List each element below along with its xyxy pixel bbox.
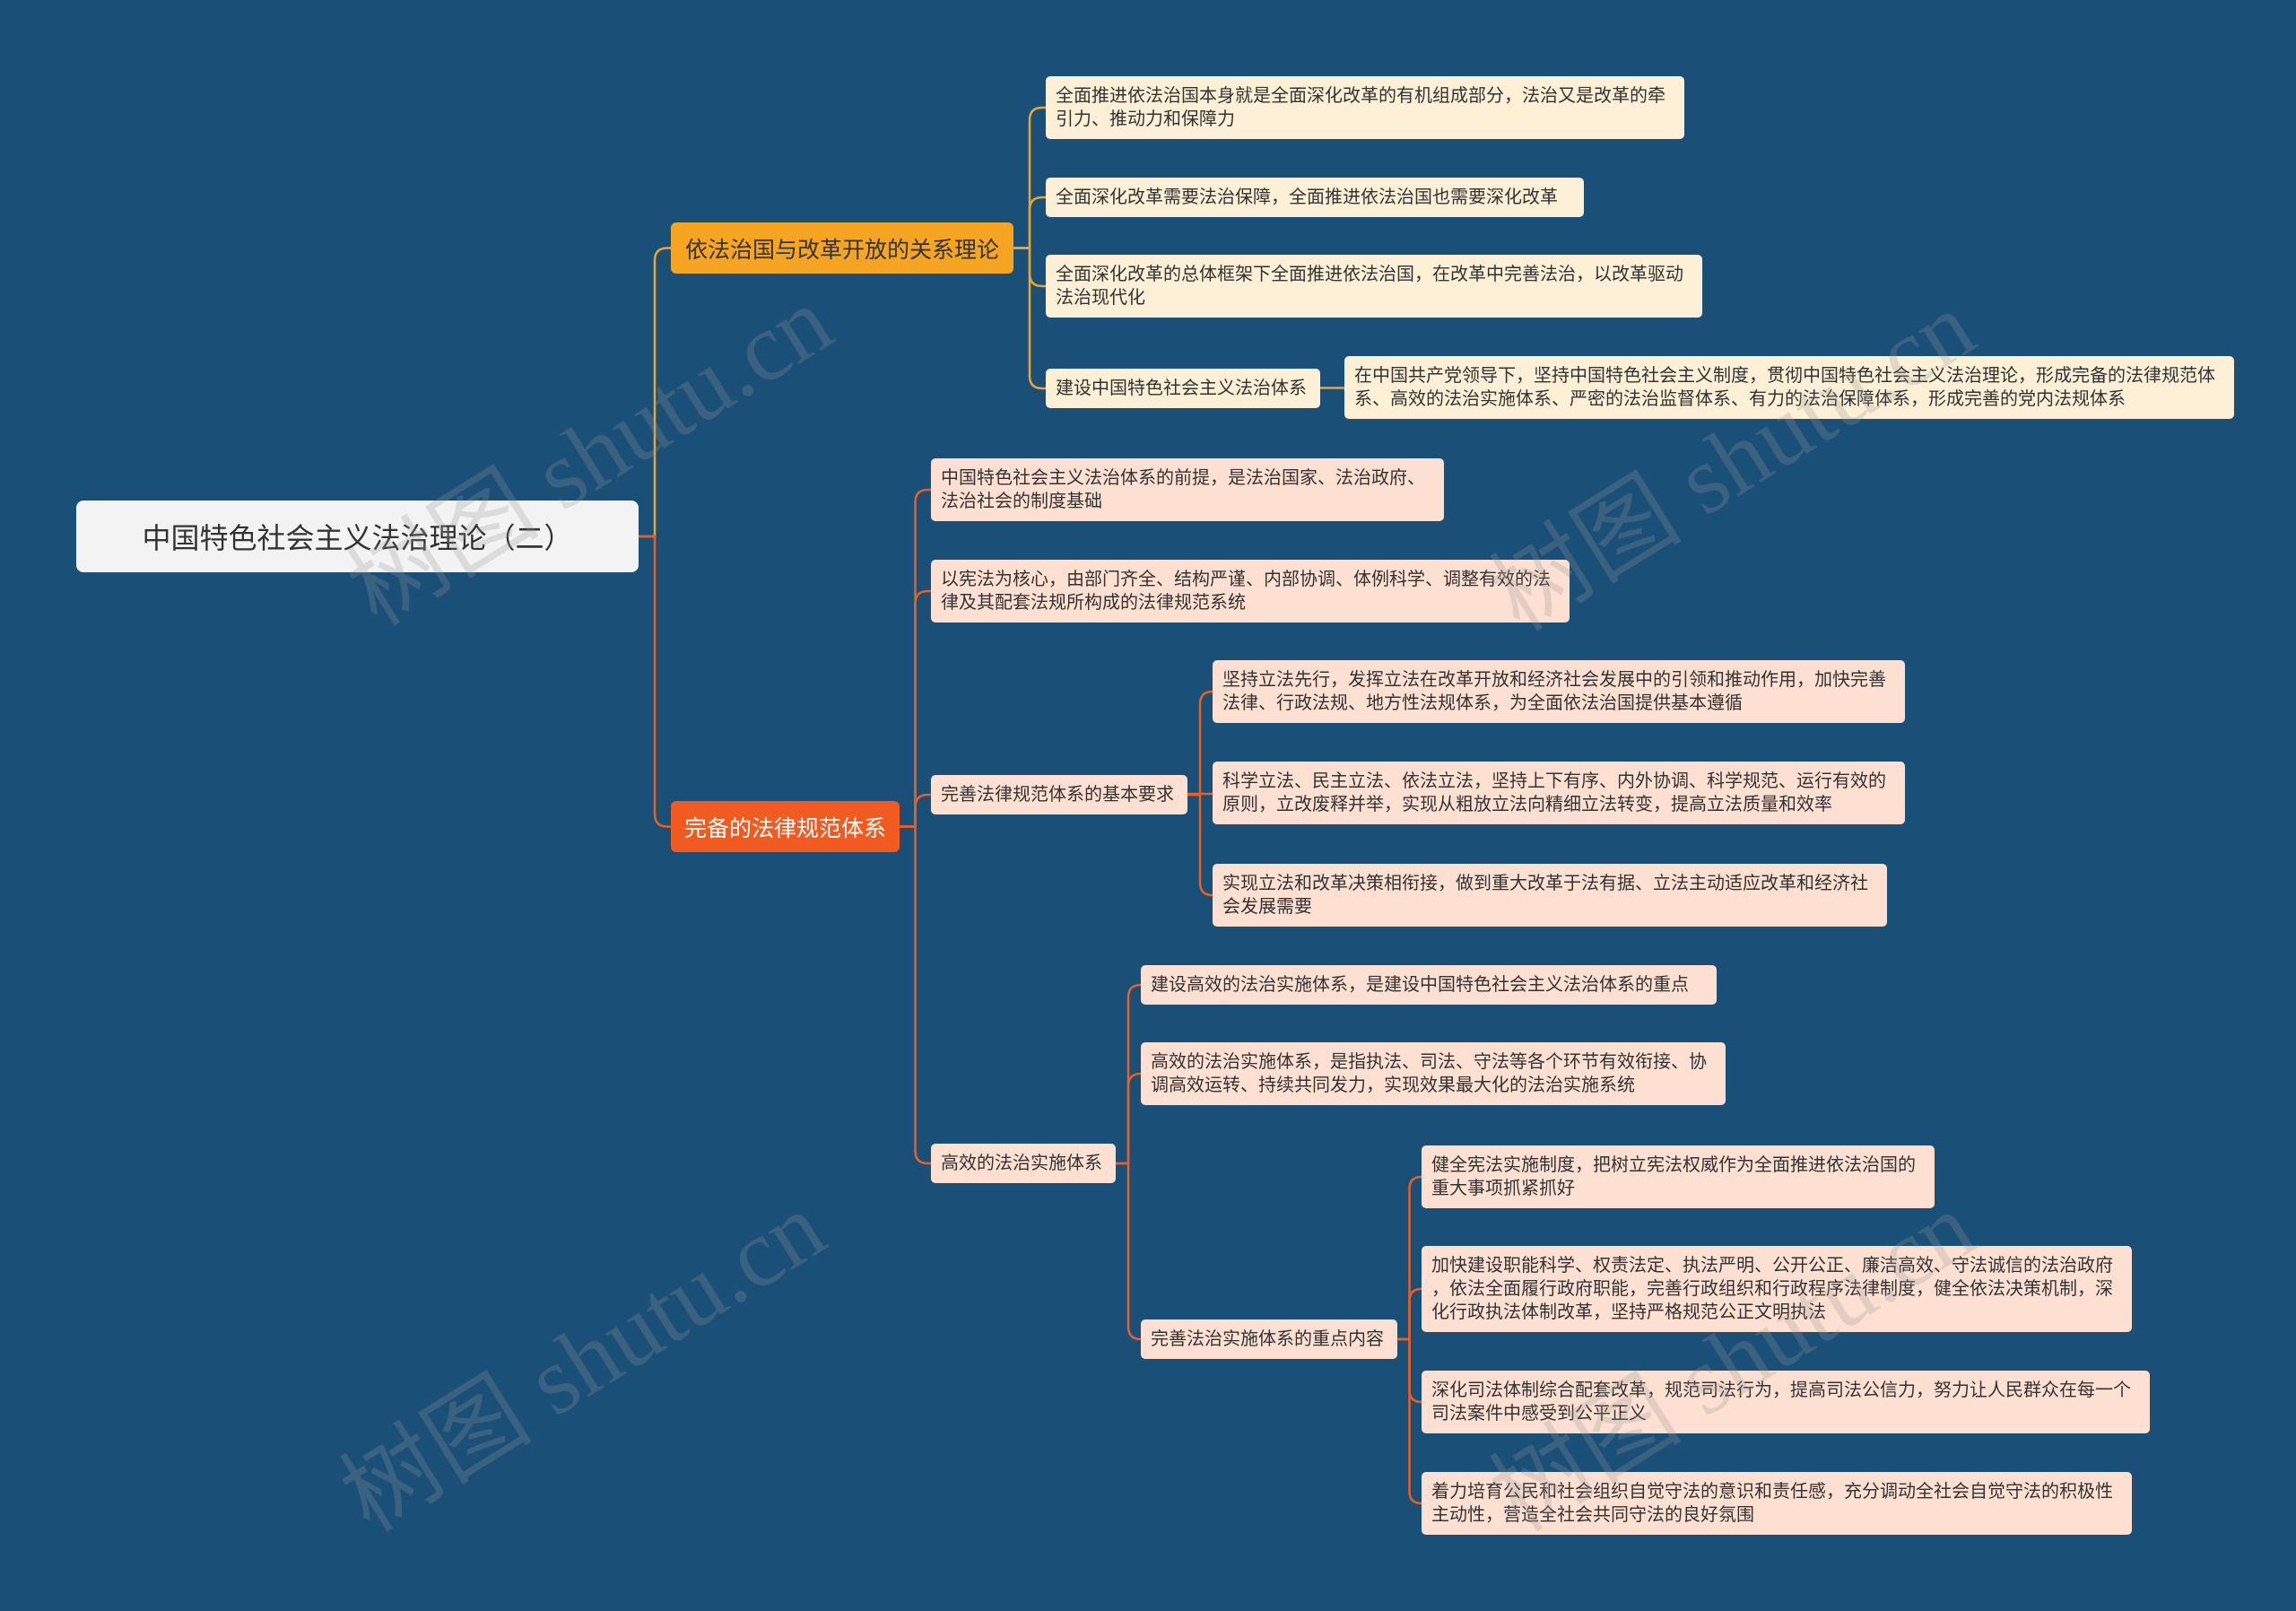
connector-line	[1114, 1162, 1143, 1341]
connector-line	[1012, 106, 1048, 249]
implementation-system-definition: 高效的法治实施体系，是指执法、司法、守法等各个环节有效衔接、协调高效运转、持续共…	[1141, 1042, 1726, 1105]
key-content-judicial-reform: 深化司法体制综合配套改革，规范司法行为，提高司法公信力，努力让人民群众在每一个司…	[1422, 1371, 2150, 1433]
connector-line	[1396, 1287, 1423, 1341]
central-topic: 中国特色社会主义法治理论（二）	[76, 501, 639, 572]
subtopic-legal-norm-basic-requirements: 完善法律规范体系的基本要求	[931, 775, 1187, 814]
connector-line	[898, 825, 933, 1165]
key-content-law-abiding-society: 着力培育公民和社会组织自觉守法的意识和责任感，充分调动全社会自觉守法的积极性主动…	[1422, 1472, 2132, 1535]
connector-line	[1012, 247, 1048, 390]
connector-line	[1396, 1175, 1423, 1341]
implementation-system-key-point: 建设高效的法治实施体系，是建设中国特色社会主义法治体系的重点	[1141, 965, 1717, 1005]
subtopic-rule-of-law-part-of-reform: 全面推进依法治国本身就是全面深化改革的有机组成部分，法治又是改革的牵引力、推动力…	[1046, 76, 1684, 139]
connector-line	[898, 488, 933, 828]
connector-line	[898, 793, 933, 828]
connector-line	[1114, 1072, 1143, 1165]
subtopic-rule-of-law-within-reform-framework: 全面深化改革的总体框架下全面推进依法治国，在改革中完善法治，以改革驱动法治现代化	[1046, 255, 1702, 318]
main-topic-rule-of-law-and-reform: 依法治国与改革开放的关系理论	[671, 222, 1013, 274]
key-content-law-based-government: 加快建设职能科学、权责法定、执法严明、公开公正、廉洁高效、守法诚信的法治政府，依…	[1422, 1246, 2132, 1332]
subtopic-reform-needs-rule-of-law: 全面深化改革需要法治保障，全面推进依法治国也需要深化改革	[1046, 178, 1584, 217]
connector-line	[637, 535, 673, 828]
subtopic-efficient-implementation-system: 高效的法治实施体系	[931, 1144, 1116, 1183]
connector-line	[1186, 690, 1214, 797]
connector-line	[1012, 196, 1048, 249]
requirement-scientific-democratic-legislation: 科学立法、民主立法、依法立法，坚持上下有序、内外协调、科学规范、运行有效的原则，…	[1213, 762, 1905, 824]
connector-line	[1114, 983, 1143, 1165]
subtopic-legal-norm-system-definition: 以宪法为核心，由部门齐全、结构严谨、内部协调、体例科学、调整有效的法律及其配套法…	[931, 560, 1570, 623]
connector-line	[898, 589, 933, 828]
subtopic-build-socialist-rule-of-law-system: 建设中国特色社会主义法治体系	[1046, 369, 1320, 408]
requirement-legislation-reform-alignment: 实现立法和改革决策相衔接，做到重大改革于法有据、立法主动适应改革和经济社会发展需…	[1213, 864, 1887, 927]
connector-line	[637, 247, 673, 538]
subtopic-implementation-key-contents: 完善法治实施体系的重点内容	[1141, 1319, 1397, 1359]
connector-line	[1396, 1337, 1423, 1505]
main-topic-legal-norm-system: 完备的法律规范体系	[671, 801, 900, 852]
requirement-legislation-first: 坚持立法先行，发挥立法在改革开放和经济社会发展中的引领和推动作用，加快完善法律、…	[1213, 660, 1905, 723]
key-content-constitution-implementation: 健全宪法实施制度，把树立宪法权威作为全面推进依法治国的重大事项抓紧抓好	[1422, 1145, 1935, 1208]
connector-line	[1186, 793, 1214, 897]
detail-rule-of-law-system-definition: 在中国共产党领导下，坚持中国特色社会主义制度，贯彻中国特色社会主义法治理论，形成…	[1344, 356, 2234, 419]
subtopic-legal-norm-system-premise: 中国特色社会主义法治体系的前提，是法治国家、法治政府、法治社会的制度基础	[931, 458, 1444, 521]
